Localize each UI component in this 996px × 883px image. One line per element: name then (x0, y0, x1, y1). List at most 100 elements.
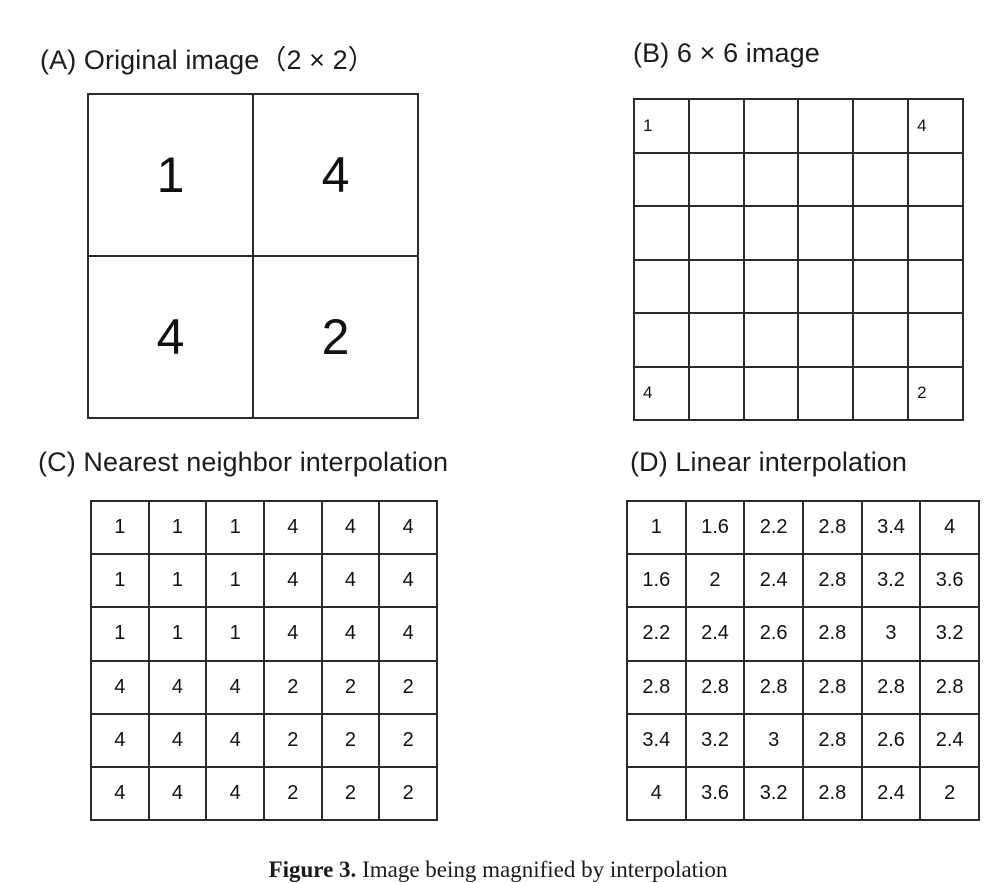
six-by-six-cell (909, 153, 964, 207)
six-by-six-cell (689, 260, 745, 314)
linear-interpolation-cell: 2.8 (745, 661, 804, 715)
nearest-neighbor-cell: 2 (322, 767, 381, 821)
linear-interpolation-cell: 3.4 (862, 502, 922, 556)
six-by-six-cell (909, 314, 964, 368)
nearest-neighbor-cell: 1 (149, 502, 208, 556)
linear-interpolation-cell: 3.4 (628, 714, 687, 768)
six-by-six-cell (744, 100, 800, 154)
linear-interpolation-cell: 2.8 (804, 555, 863, 609)
six-by-six-cell (909, 260, 964, 314)
six-by-six-cell (854, 100, 910, 154)
six-by-six-cell (744, 207, 800, 261)
linear-interpolation-cell: 2.8 (804, 502, 863, 556)
six-by-six-cell (854, 314, 910, 368)
linear-interpolation-cell: 2.8 (804, 767, 863, 821)
six-by-six-cell (799, 314, 855, 368)
nearest-neighbor-cell: 4 (265, 608, 323, 662)
nearest-neighbor-cell: 4 (322, 608, 381, 662)
linear-interpolation-cell: 1.6 (686, 502, 746, 556)
nearest-neighbor-cell: 1 (149, 608, 208, 662)
panel-d-title: (D) Linear interpolation (630, 447, 908, 477)
nearest-neighbor-cell: 2 (265, 661, 323, 715)
nearest-neighbor-cell: 1 (207, 555, 265, 609)
six-by-six-cell (799, 100, 855, 154)
nearest-neighbor-cell: 4 (322, 502, 381, 556)
nearest-neighbor-cell: 1 (149, 555, 208, 609)
six-by-six-cell (799, 367, 855, 421)
six-by-six-cell (854, 367, 910, 421)
six-by-six-cell (854, 260, 910, 314)
nearest-neighbor-cell: 4 (380, 502, 438, 556)
nearest-neighbor-cell: 2 (265, 714, 323, 768)
figure-caption-text: Image being magnified by interpolation (362, 857, 728, 882)
linear-interpolation-cell: 2.4 (921, 714, 980, 768)
nearest-neighbor-cell: 2 (265, 767, 323, 821)
nearest-neighbor-cell: 2 (322, 714, 381, 768)
linear-interpolation-cell: 2.4 (745, 555, 804, 609)
nearest-neighbor-cell: 2 (322, 661, 381, 715)
six-by-six-cell: 4 (909, 100, 964, 154)
linear-interpolation-cell: 2 (686, 555, 746, 609)
six-by-six-cell: 4 (635, 367, 690, 421)
nearest-neighbor-cell: 4 (92, 661, 150, 715)
six-by-six-cell (689, 367, 745, 421)
six-by-six-cell (744, 153, 800, 207)
nearest-neighbor-cell: 1 (92, 502, 150, 556)
linear-interpolation-cell: 2.8 (862, 661, 922, 715)
six-by-six-cell (635, 314, 690, 368)
six-by-six-cell (744, 260, 800, 314)
figure-caption: Figure 3. Image being magnified by inter… (0, 857, 996, 883)
linear-interpolation-cell: 2.2 (745, 502, 804, 556)
linear-interpolation-cell: 3.2 (921, 608, 980, 662)
nearest-neighbor-cell: 4 (207, 767, 265, 821)
original-image-cell: 4 (89, 257, 254, 419)
six-by-six-cell (689, 153, 745, 207)
six-by-six-cell (635, 153, 690, 207)
nearest-neighbor-cell: 4 (92, 714, 150, 768)
linear-interpolation-cell: 2.8 (686, 661, 746, 715)
nearest-neighbor-cell: 4 (149, 661, 208, 715)
six-by-six-cell (689, 207, 745, 261)
linear-interpolation-cell: 1 (628, 502, 687, 556)
six-by-six-cell (689, 100, 745, 154)
figure-caption-label: Figure 3. (268, 857, 357, 882)
six-by-six-cell (635, 207, 690, 261)
linear-interpolation-cell: 2.2 (628, 608, 687, 662)
linear-interpolation-cell: 3.2 (686, 714, 746, 768)
panel-c-title: (C) Nearest neighbor interpolation (38, 447, 449, 477)
original-image-cell: 1 (89, 95, 254, 257)
nearest-neighbor-cell: 4 (380, 608, 438, 662)
original-image-cell: 4 (254, 95, 419, 257)
nearest-neighbor-cell: 2 (380, 661, 438, 715)
linear-interpolation-cell: 2.8 (921, 661, 980, 715)
linear-interpolation-cell: 3.6 (686, 767, 746, 821)
six-by-six-cell: 1 (635, 100, 690, 154)
six-by-six-cell (854, 153, 910, 207)
linear-interpolation-cell: 2.6 (862, 714, 922, 768)
nearest-neighbor-cell: 1 (207, 608, 265, 662)
linear-interpolation-cell: 2.4 (862, 767, 922, 821)
linear-interpolation-cell: 3 (745, 714, 804, 768)
panel-b-title: (B) 6 × 6 image (633, 38, 820, 68)
nearest-neighbor-cell: 1 (92, 608, 150, 662)
six-by-six-cell (744, 367, 800, 421)
nearest-neighbor-cell: 2 (380, 767, 438, 821)
nearest-neighbor-cell: 4 (92, 767, 150, 821)
nearest-neighbor-cell: 1 (92, 555, 150, 609)
linear-interpolation-cell: 2.4 (686, 608, 746, 662)
linear-interpolation-cell: 4 (921, 502, 980, 556)
linear-interpolation-cell: 3.6 (921, 555, 980, 609)
original-image-cell: 2 (254, 257, 419, 419)
linear-interpolation-cell: 3 (862, 608, 922, 662)
nearest-neighbor-cell: 4 (149, 714, 208, 768)
six-by-six-cell (689, 314, 745, 368)
linear-interpolation-cell: 2 (921, 767, 980, 821)
nearest-neighbor-cell: 2 (380, 714, 438, 768)
linear-interpolation-cell: 2.8 (804, 714, 863, 768)
nearest-neighbor-cell: 4 (207, 714, 265, 768)
nearest-neighbor-cell: 4 (322, 555, 381, 609)
